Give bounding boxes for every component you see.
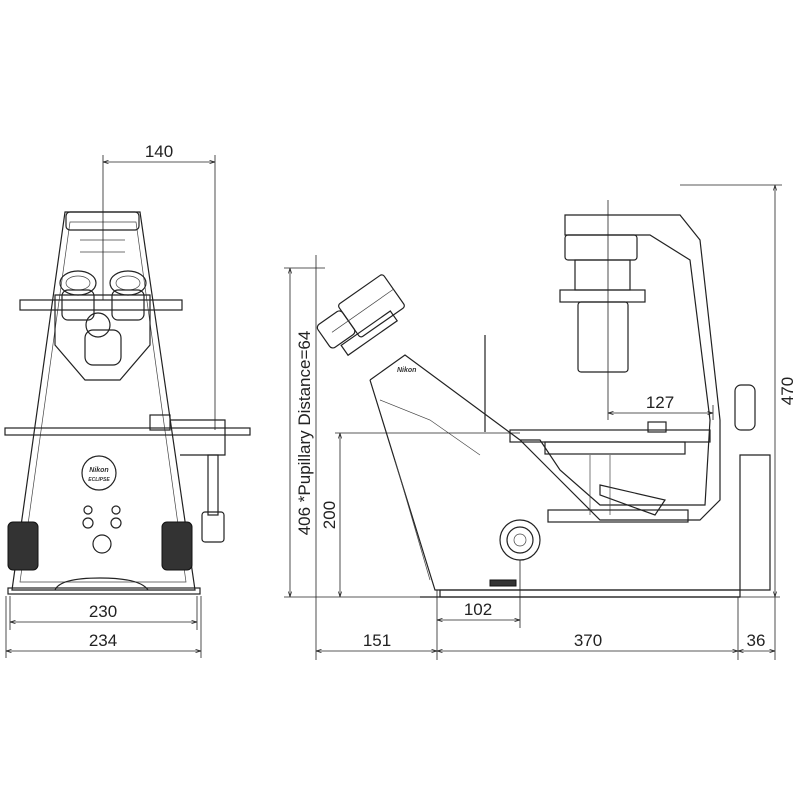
front-logo-brand: Nikon: [89, 467, 108, 474]
front-button: [82, 517, 94, 529]
front-eyepiece-head: [54, 294, 151, 381]
side-view: Nikon: [316, 214, 771, 598]
front-top-cap: [65, 211, 140, 231]
condenser-lens: [577, 301, 629, 373]
side-dimensions: 406 *Pupillary Distance=64 200 127 470 1…: [284, 184, 797, 660]
condenser-ring: [559, 289, 646, 303]
left-eyepiece: [59, 270, 97, 296]
dim-140-label: 140: [145, 142, 173, 161]
front-view: Nikon ECLIPSE: [4, 211, 251, 595]
front-button: [110, 517, 122, 529]
front-stage: [4, 427, 251, 436]
right-eyepiece: [109, 270, 147, 296]
dim-470-label: 470: [778, 377, 797, 405]
diopter-ring: [85, 312, 111, 338]
dim-234-label: 234: [89, 631, 117, 650]
dim-127-label: 127: [646, 393, 674, 412]
front-button: [111, 505, 121, 515]
front-button: [83, 505, 93, 515]
side-logo-brand: Nikon: [397, 367, 416, 374]
dim-370-label: 370: [574, 631, 602, 650]
rear-lamp-housing: [734, 384, 756, 431]
front-dimensions: 140 230 234: [5, 142, 216, 658]
dim-151-label: 151: [363, 631, 391, 650]
dim-406-label: 406 *Pupillary Distance=64: [295, 331, 314, 536]
dim-200-label: 200: [320, 501, 339, 529]
side-body-outline: [369, 214, 721, 521]
side-eyepiece-tube: [316, 274, 405, 357]
front-stage-bar-upper: [19, 299, 183, 311]
front-logo-badge: [81, 455, 117, 491]
stage-handle-knob: [201, 511, 225, 543]
condenser-head: [564, 234, 638, 261]
dim-36-label: 36: [747, 631, 766, 650]
side-vent: [489, 579, 517, 587]
right-focus-knob: [161, 521, 193, 571]
side-focus-knob: [499, 519, 541, 561]
front-power-switch: [92, 534, 112, 554]
left-focus-knob: [7, 521, 39, 571]
objective-nosepiece: [599, 484, 666, 516]
dim-102-label: 102: [464, 600, 492, 619]
dim-230-label: 230: [89, 602, 117, 621]
front-logo-model: ECLIPSE: [88, 477, 110, 483]
